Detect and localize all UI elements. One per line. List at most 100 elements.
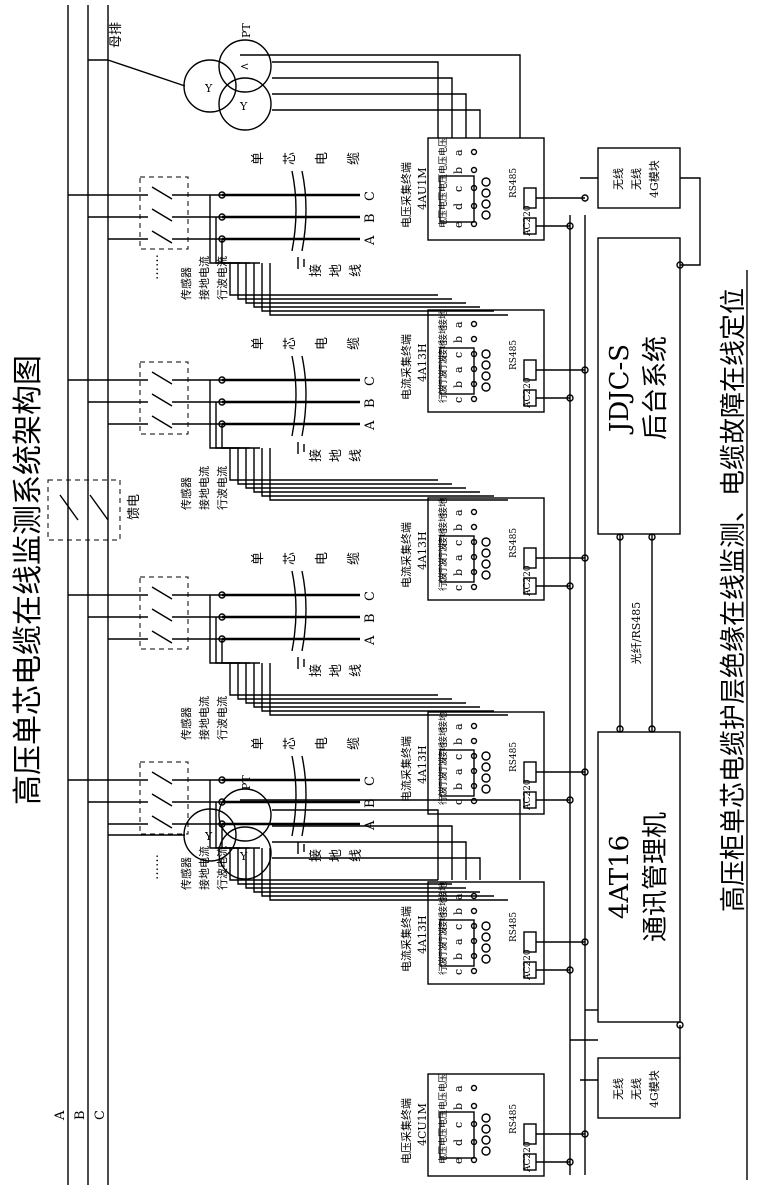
terminal-port-label: c	[452, 352, 465, 358]
switch-blade	[151, 771, 173, 785]
terminal-comm-label: RS485	[509, 742, 519, 772]
signal-wire	[229, 263, 438, 296]
cable-char: 电	[315, 737, 330, 750]
cable-sensor	[218, 191, 226, 199]
cable-phase-label: A	[363, 635, 378, 646]
manager-line2: 通讯管理机	[641, 812, 671, 942]
terminal-port-label: e	[452, 221, 465, 228]
terminal-port-pin	[470, 320, 478, 328]
ground-char: 接	[308, 664, 324, 677]
terminal-port-sub: 行波	[437, 942, 449, 960]
terminal-comm-label: RS485	[509, 1104, 519, 1134]
terminal-port-label: c	[452, 754, 465, 760]
cable-phase-label: A	[363, 820, 378, 831]
terminal-port-pin	[470, 937, 478, 945]
title-right: 高压柜单芯电缆护层绝缘在线监测、电缆故障在线定位	[719, 288, 749, 912]
cable-char: 芯	[283, 737, 298, 750]
terminal-port-sub: 电压	[437, 1146, 449, 1164]
signal-wire	[245, 663, 466, 704]
bus-label: 母排	[109, 22, 124, 48]
switch-blade	[151, 208, 173, 222]
pt-bottom-winding-2: Y	[239, 850, 248, 863]
wireless-bottom-3: 4G模块	[648, 1070, 661, 1108]
terminal-power-label: AC220	[523, 1141, 533, 1173]
terminal-knob	[481, 1124, 491, 1134]
pt-bottom	[108, 788, 521, 880]
cable-break	[301, 755, 307, 837]
cable-char: 电	[315, 152, 330, 165]
terminal-port-sub: 行波	[437, 772, 449, 790]
cable-group-2: CBA单芯电缆接地线	[68, 337, 508, 501]
sensor-label: 行波电流	[215, 466, 229, 510]
cable-sensor	[218, 798, 226, 806]
terminal-port-sub: 接地	[437, 727, 449, 745]
terminal-port-pin	[470, 722, 478, 730]
pt-top-winding-2: Y	[239, 100, 248, 113]
terminal-port-sub: 行波	[437, 957, 449, 975]
terminal-port-pin	[470, 737, 478, 745]
terminal-port-label: a	[452, 554, 465, 561]
terminal-port-sub: 接地	[437, 742, 449, 760]
terminal-junction	[581, 194, 589, 202]
terminal-knob	[481, 188, 491, 198]
cable-char: 缆	[346, 737, 362, 750]
terminal-port-pin	[470, 1084, 478, 1092]
terminal-name: 电压采集终端	[399, 162, 413, 228]
cable-break	[301, 170, 307, 252]
terminal-box	[427, 1073, 545, 1177]
signal-wire	[237, 263, 452, 300]
pt-top-winding-1: Y	[204, 82, 213, 95]
switch-box	[139, 761, 189, 835]
terminal-port-label: a	[452, 321, 465, 328]
terminal-port-sub: 行波	[437, 355, 449, 373]
switch-box	[139, 576, 189, 650]
sensor-labels-4: 传感器接地电流行波电流	[180, 846, 229, 890]
sensor-label: 传感器	[180, 857, 193, 890]
terminal-port-sub: 接地	[437, 325, 449, 343]
ground-wire	[209, 380, 240, 449]
terminal-port-label: a	[452, 723, 465, 730]
cable-char: 单	[251, 337, 266, 350]
cable-char: 芯	[283, 552, 298, 565]
terminal-knob	[481, 954, 491, 964]
ground-char: 地	[329, 664, 344, 677]
terminal-port-sub: 行波	[437, 558, 449, 576]
terminal-power-label: AC220	[523, 565, 533, 597]
cable-phase-label: C	[363, 376, 378, 386]
terminal-port-sub: 电压	[437, 1110, 449, 1128]
signal-wire	[229, 663, 438, 696]
sensor-label: 接地电流	[197, 256, 211, 300]
signal-wire	[229, 848, 438, 881]
terminal-port-label: a	[452, 366, 465, 373]
ground-wire	[209, 195, 240, 264]
terminal-port-label: c	[452, 799, 465, 805]
terminal-port-sub: 行波	[437, 543, 449, 561]
sensor-label: 传感器	[180, 477, 193, 510]
ground-wire	[209, 595, 240, 664]
cable-group-4: CBA单芯电缆接地线	[68, 737, 508, 901]
terminal-port-pin	[470, 365, 478, 373]
terminal-port-pin	[470, 553, 478, 561]
terminal-port-pin	[470, 166, 478, 174]
terminal-port-pin	[470, 202, 478, 210]
terminal-name: 电流采集终端	[399, 334, 413, 400]
terminal-port-pin	[470, 967, 478, 975]
signal-wire	[245, 263, 466, 304]
wireless-top-3: 4G模块	[648, 160, 661, 198]
terminal-port-sub: 接地	[437, 528, 449, 546]
ground-wire	[221, 239, 260, 264]
ground-char: 线	[349, 264, 364, 277]
wireless-bottom-1: 无线	[611, 1078, 625, 1100]
cable-phase-label: B	[363, 613, 378, 623]
terminal-screen	[439, 1111, 475, 1159]
cable-char: 电	[315, 337, 330, 350]
signal-wire	[237, 848, 452, 885]
ground-char: 地	[329, 449, 344, 462]
terminal-port-sub: 行波	[437, 370, 449, 388]
terminal-port-pin	[470, 380, 478, 388]
terminal-comm-port	[523, 187, 537, 209]
terminal-knob	[481, 932, 491, 942]
